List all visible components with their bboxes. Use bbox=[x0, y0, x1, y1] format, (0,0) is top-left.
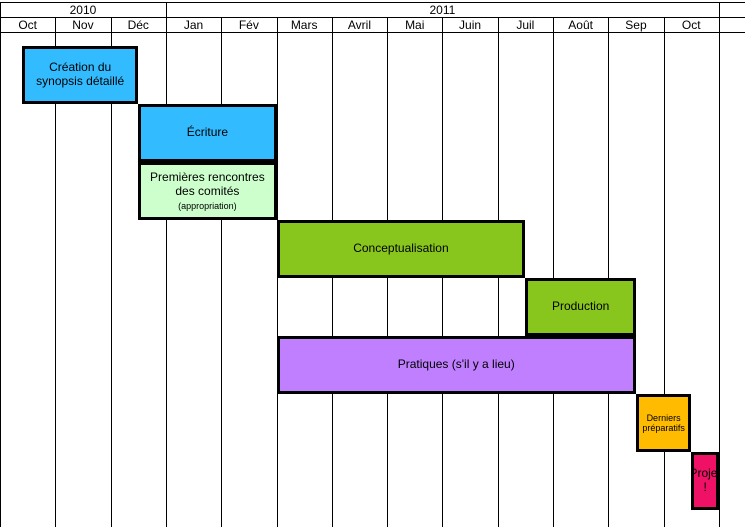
month-label: Juin bbox=[459, 17, 482, 32]
header-line bbox=[0, 32, 745, 33]
task-label: Conceptualisation bbox=[353, 241, 449, 256]
month-label: Déc bbox=[127, 17, 149, 32]
task-text: Derniers préparatifs bbox=[642, 413, 685, 434]
month-gridline bbox=[165, 2, 167, 527]
task-bar-synopsis: Création du synopsis détaillé bbox=[22, 46, 139, 104]
month-gridline bbox=[221, 17, 223, 527]
task-label: Premières rencontres des comités bbox=[150, 170, 265, 198]
month-label: Oct bbox=[18, 17, 37, 32]
year-label-2010: 2010 bbox=[69, 2, 97, 17]
month-gridline bbox=[553, 17, 554, 527]
month-label: Mai bbox=[405, 17, 425, 32]
task-text: Écriture bbox=[186, 125, 229, 140]
task-text: Création du synopsis détaillé bbox=[36, 60, 125, 89]
month-label: Juil bbox=[516, 17, 535, 32]
month-label: Oct bbox=[681, 17, 701, 32]
month-label: Avril bbox=[347, 17, 371, 32]
task-text: Premières rencontres des comités (appropr… bbox=[150, 170, 265, 211]
task-text: Pratiques (s'il y a lieu) bbox=[397, 357, 515, 372]
task-label: Derniers préparatifs bbox=[642, 412, 685, 433]
month-gridline bbox=[110, 17, 112, 527]
header-line bbox=[0, 17, 745, 18]
month-gridline bbox=[718, 2, 720, 527]
task-text: Projet ! bbox=[691, 466, 718, 495]
task-text: Conceptualisation bbox=[353, 241, 449, 256]
task-label: Pratiques (s'il y a lieu) bbox=[397, 357, 515, 372]
task-bar-production: Production bbox=[525, 278, 636, 336]
month-label: Fév bbox=[238, 17, 259, 32]
year-label-2011: 2011 bbox=[429, 2, 456, 17]
task-text: Production bbox=[551, 299, 610, 314]
task-label: Écriture bbox=[186, 125, 229, 140]
task-bar-ecriture: Écriture bbox=[138, 104, 277, 162]
task-bar-rencontres: Premières rencontres des comités (appropr… bbox=[138, 162, 277, 220]
month-label: Jan bbox=[183, 17, 204, 32]
task-label: Production bbox=[551, 299, 610, 314]
task-label: Création du synopsis détaillé bbox=[36, 60, 125, 88]
month-gridline bbox=[55, 17, 57, 527]
task-bar-pratiques: Pratiques (s'il y a lieu) bbox=[276, 336, 636, 394]
header-line bbox=[0, 2, 745, 3]
task-label: Projet ! bbox=[691, 466, 718, 494]
task-sublabel: (appropriation) bbox=[178, 200, 237, 211]
month-gridline bbox=[663, 17, 665, 527]
month-gridline bbox=[0, 2, 1, 527]
month-label: Nov bbox=[72, 17, 94, 32]
month-gridline bbox=[608, 17, 610, 527]
month-label: Août bbox=[568, 17, 593, 32]
month-label: Sep bbox=[625, 17, 647, 32]
task-bar-conceptualisation: Conceptualisation bbox=[276, 220, 526, 278]
task-bar-projet: Projet ! bbox=[691, 452, 719, 510]
month-label: Mars bbox=[290, 17, 318, 32]
task-bar-derniers: Derniers préparatifs bbox=[635, 394, 692, 452]
